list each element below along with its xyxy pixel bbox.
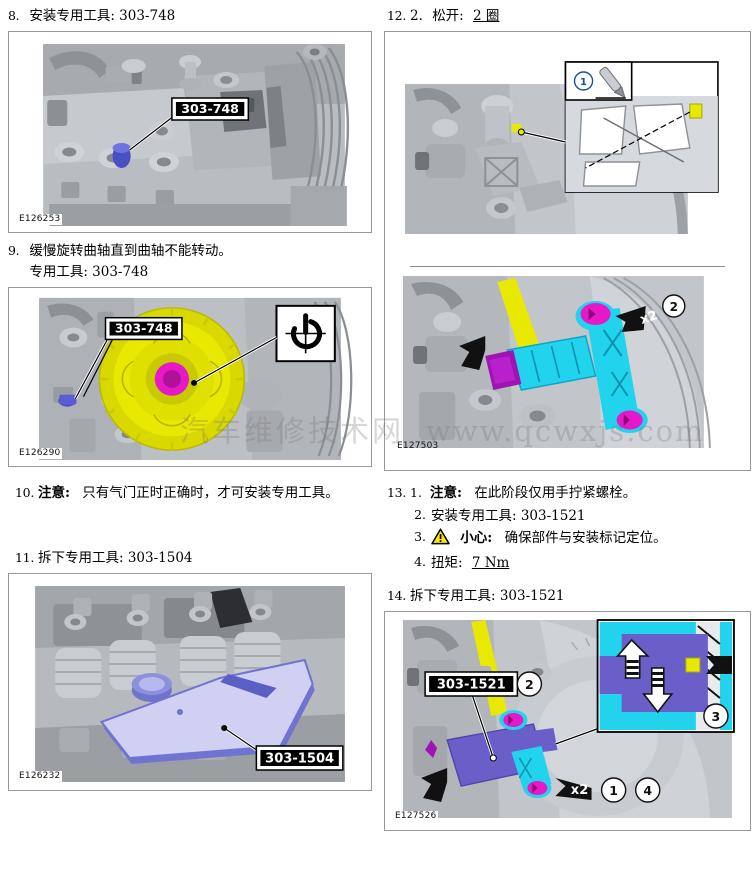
arrow-up-inset: [615, 638, 650, 679]
step-9-number: 9.: [8, 242, 20, 258]
step-13: 13. 1. 注意: 在此阶段仅用手拧紧螺栓。 2. 安装专用工具: 303-1…: [384, 483, 751, 574]
step-13-item-4-text: 7 Nm: [471, 555, 510, 572]
svg-text:3: 3: [712, 709, 721, 724]
svg-text:4: 4: [643, 783, 652, 798]
figure-step-8-image: 303-748: [13, 35, 367, 228]
step-9-line-1: 缓慢旋转曲轴直到曲轴不能转动。: [29, 242, 232, 259]
detail-inset-1: 1: [517, 61, 719, 193]
svg-text:2: 2: [525, 677, 534, 692]
svg-text:1: 1: [580, 77, 587, 88]
svg-text:1: 1: [609, 783, 618, 798]
step-13-item-3: 3. 小心: 确保部件与安装标记定位。: [384, 528, 751, 551]
step-14-text: 拆下专用工具: 303-1521: [410, 587, 565, 604]
figure-step-12-bottom-image: x2 2: [389, 271, 746, 464]
figure-step-11-ecode: E126232: [17, 771, 63, 783]
figure-step-8: 303-748 E126253: [8, 30, 372, 233]
figure-step-12-ecode: E127503: [397, 440, 439, 451]
step-10: 10. 注意: 只有气门正时正确时，才可安装专用工具。: [8, 483, 372, 504]
warning-triangle-icon: [431, 528, 450, 551]
figure-step-9-ecode: E126290: [17, 447, 63, 459]
arrow-left-lower: [421, 767, 448, 802]
step-8: 8. 安装专用工具: 303-748: [8, 6, 372, 27]
svg-text:303-748: 303-748: [181, 101, 239, 116]
step-12-value: 2 圈: [473, 8, 500, 24]
arrow-down-inset: [642, 666, 674, 713]
svg-text:2: 2: [670, 300, 678, 314]
step-8-number: 8.: [8, 8, 20, 23]
arrow-left-1: [459, 335, 486, 370]
step-13-item-1-label: 注意:: [430, 484, 462, 501]
figure-step-11: 303-1504 E126232: [8, 572, 372, 791]
step-8-text: 安装专用工具: 303-748: [29, 8, 176, 24]
detail-inset-3: 3: [554, 618, 735, 745]
step-10-label: 注意:: [38, 484, 70, 501]
step-13-item-2: 2. 安装专用工具: 303-1521: [384, 506, 751, 526]
figure-step-11-image: 303-1504: [13, 577, 367, 786]
figure-step-12-top-image: 1: [389, 35, 746, 254]
step-12-number: 12.: [387, 8, 406, 23]
step-13-item-3-number: 3.: [414, 529, 426, 545]
step-13-item-3-label: 小心:: [460, 530, 493, 547]
step-11-text: 拆下专用工具: 303-1504: [38, 549, 193, 566]
step-10-number: 10.: [15, 484, 34, 500]
step-13-item-2-text: 安装专用工具: 303-1521: [431, 507, 586, 524]
figure-step-9-image: 303-748: [13, 291, 367, 462]
svg-text:303-748: 303-748: [115, 320, 173, 335]
step-13-item-1-number: 1.: [410, 484, 422, 500]
arrow-x2-step14: x2: [555, 777, 592, 800]
step-14: 14. 拆下专用工具: 303-1521: [384, 586, 751, 607]
svg-text:303-1521: 303-1521: [437, 677, 506, 692]
step-13-item-4: 4. 扭矩: 7 Nm: [384, 553, 751, 573]
step-13-item-4-number: 4.: [414, 554, 426, 570]
figure-step-12-divider: [410, 265, 725, 267]
step-12: 12. 2. 松开: 2 圈: [384, 6, 751, 27]
figure-step-14: x2 1 4 303-1521: [384, 610, 751, 831]
rotate-icon: [191, 304, 336, 386]
step-12-sub-number: 2.: [410, 8, 423, 24]
step-9: 9. 缓慢旋转曲轴直到曲轴不能转动。 专用工具: 303-748: [8, 241, 372, 283]
step-12-label: 松开:: [432, 8, 464, 24]
step-14-number: 14.: [387, 587, 406, 603]
step-13-item-1-text: 在此阶段仅用手拧紧螺栓。: [474, 484, 637, 501]
left-column: 8. 安装专用工具: 303-748: [8, 6, 372, 791]
right-column: 12. 2. 松开: 2 圈: [380, 0, 755, 890]
figure-step-12: 1: [384, 30, 751, 471]
step-11: 11. 拆下专用工具: 303-1504: [8, 548, 372, 569]
figure-step-14-ecode: E127526: [393, 811, 439, 823]
step-13-item-2-number: 2.: [414, 506, 426, 522]
figure-step-8-ecode: E126253: [17, 213, 63, 225]
figure-step-14-image: x2 1 4 303-1521: [389, 615, 746, 826]
step-11-number: 11.: [15, 549, 34, 565]
arrow-x2: x2: [615, 305, 660, 332]
step-9-line-2: 专用工具: 303-748: [29, 263, 149, 280]
figure-step-9: 303-748 E126: [8, 286, 372, 467]
svg-text:303-1504: 303-1504: [265, 751, 334, 766]
step-13-item-4-label: 扭矩:: [431, 555, 463, 572]
step-13-number: 13.: [387, 484, 406, 500]
step-13-item-3-text: 确保部件与安装标记定位。: [504, 530, 667, 547]
svg-text:x2: x2: [638, 308, 659, 328]
step-10-text: 只有气门正时正确时，才可安装专用工具。: [82, 484, 339, 501]
svg-text:x2: x2: [571, 783, 588, 798]
